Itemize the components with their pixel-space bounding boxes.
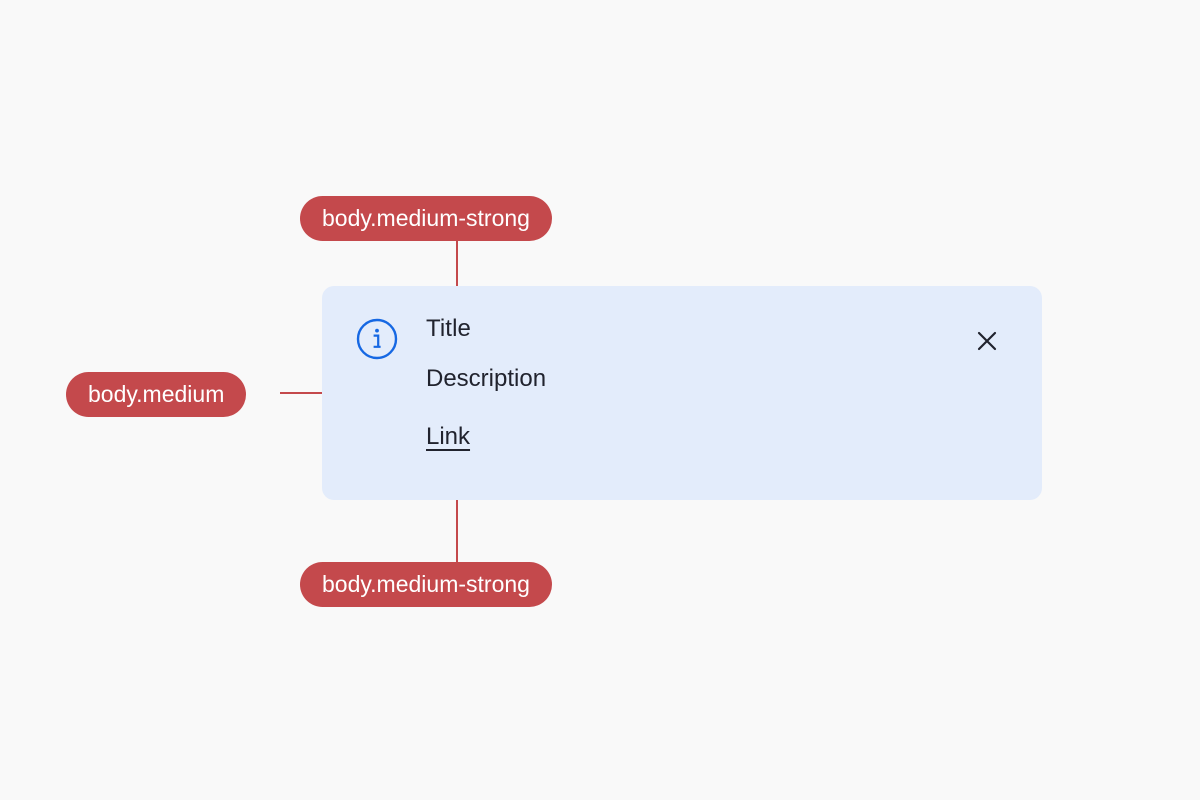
notification-title: Title — [426, 315, 471, 342]
notification-description: Description — [426, 365, 547, 392]
annotation-pill-link: body.medium-strong — [300, 562, 552, 607]
leader-line-link — [456, 473, 458, 562]
annotation-pill-title: body.medium-strong — [300, 196, 552, 241]
leader-line-title — [456, 241, 458, 330]
annotation-pill-description: body.medium — [66, 372, 247, 417]
info-icon — [356, 318, 398, 360]
notification-card: Title Description Link — [322, 286, 1042, 500]
notification-link[interactable]: Link — [426, 423, 471, 450]
close-icon[interactable] — [972, 326, 1002, 356]
